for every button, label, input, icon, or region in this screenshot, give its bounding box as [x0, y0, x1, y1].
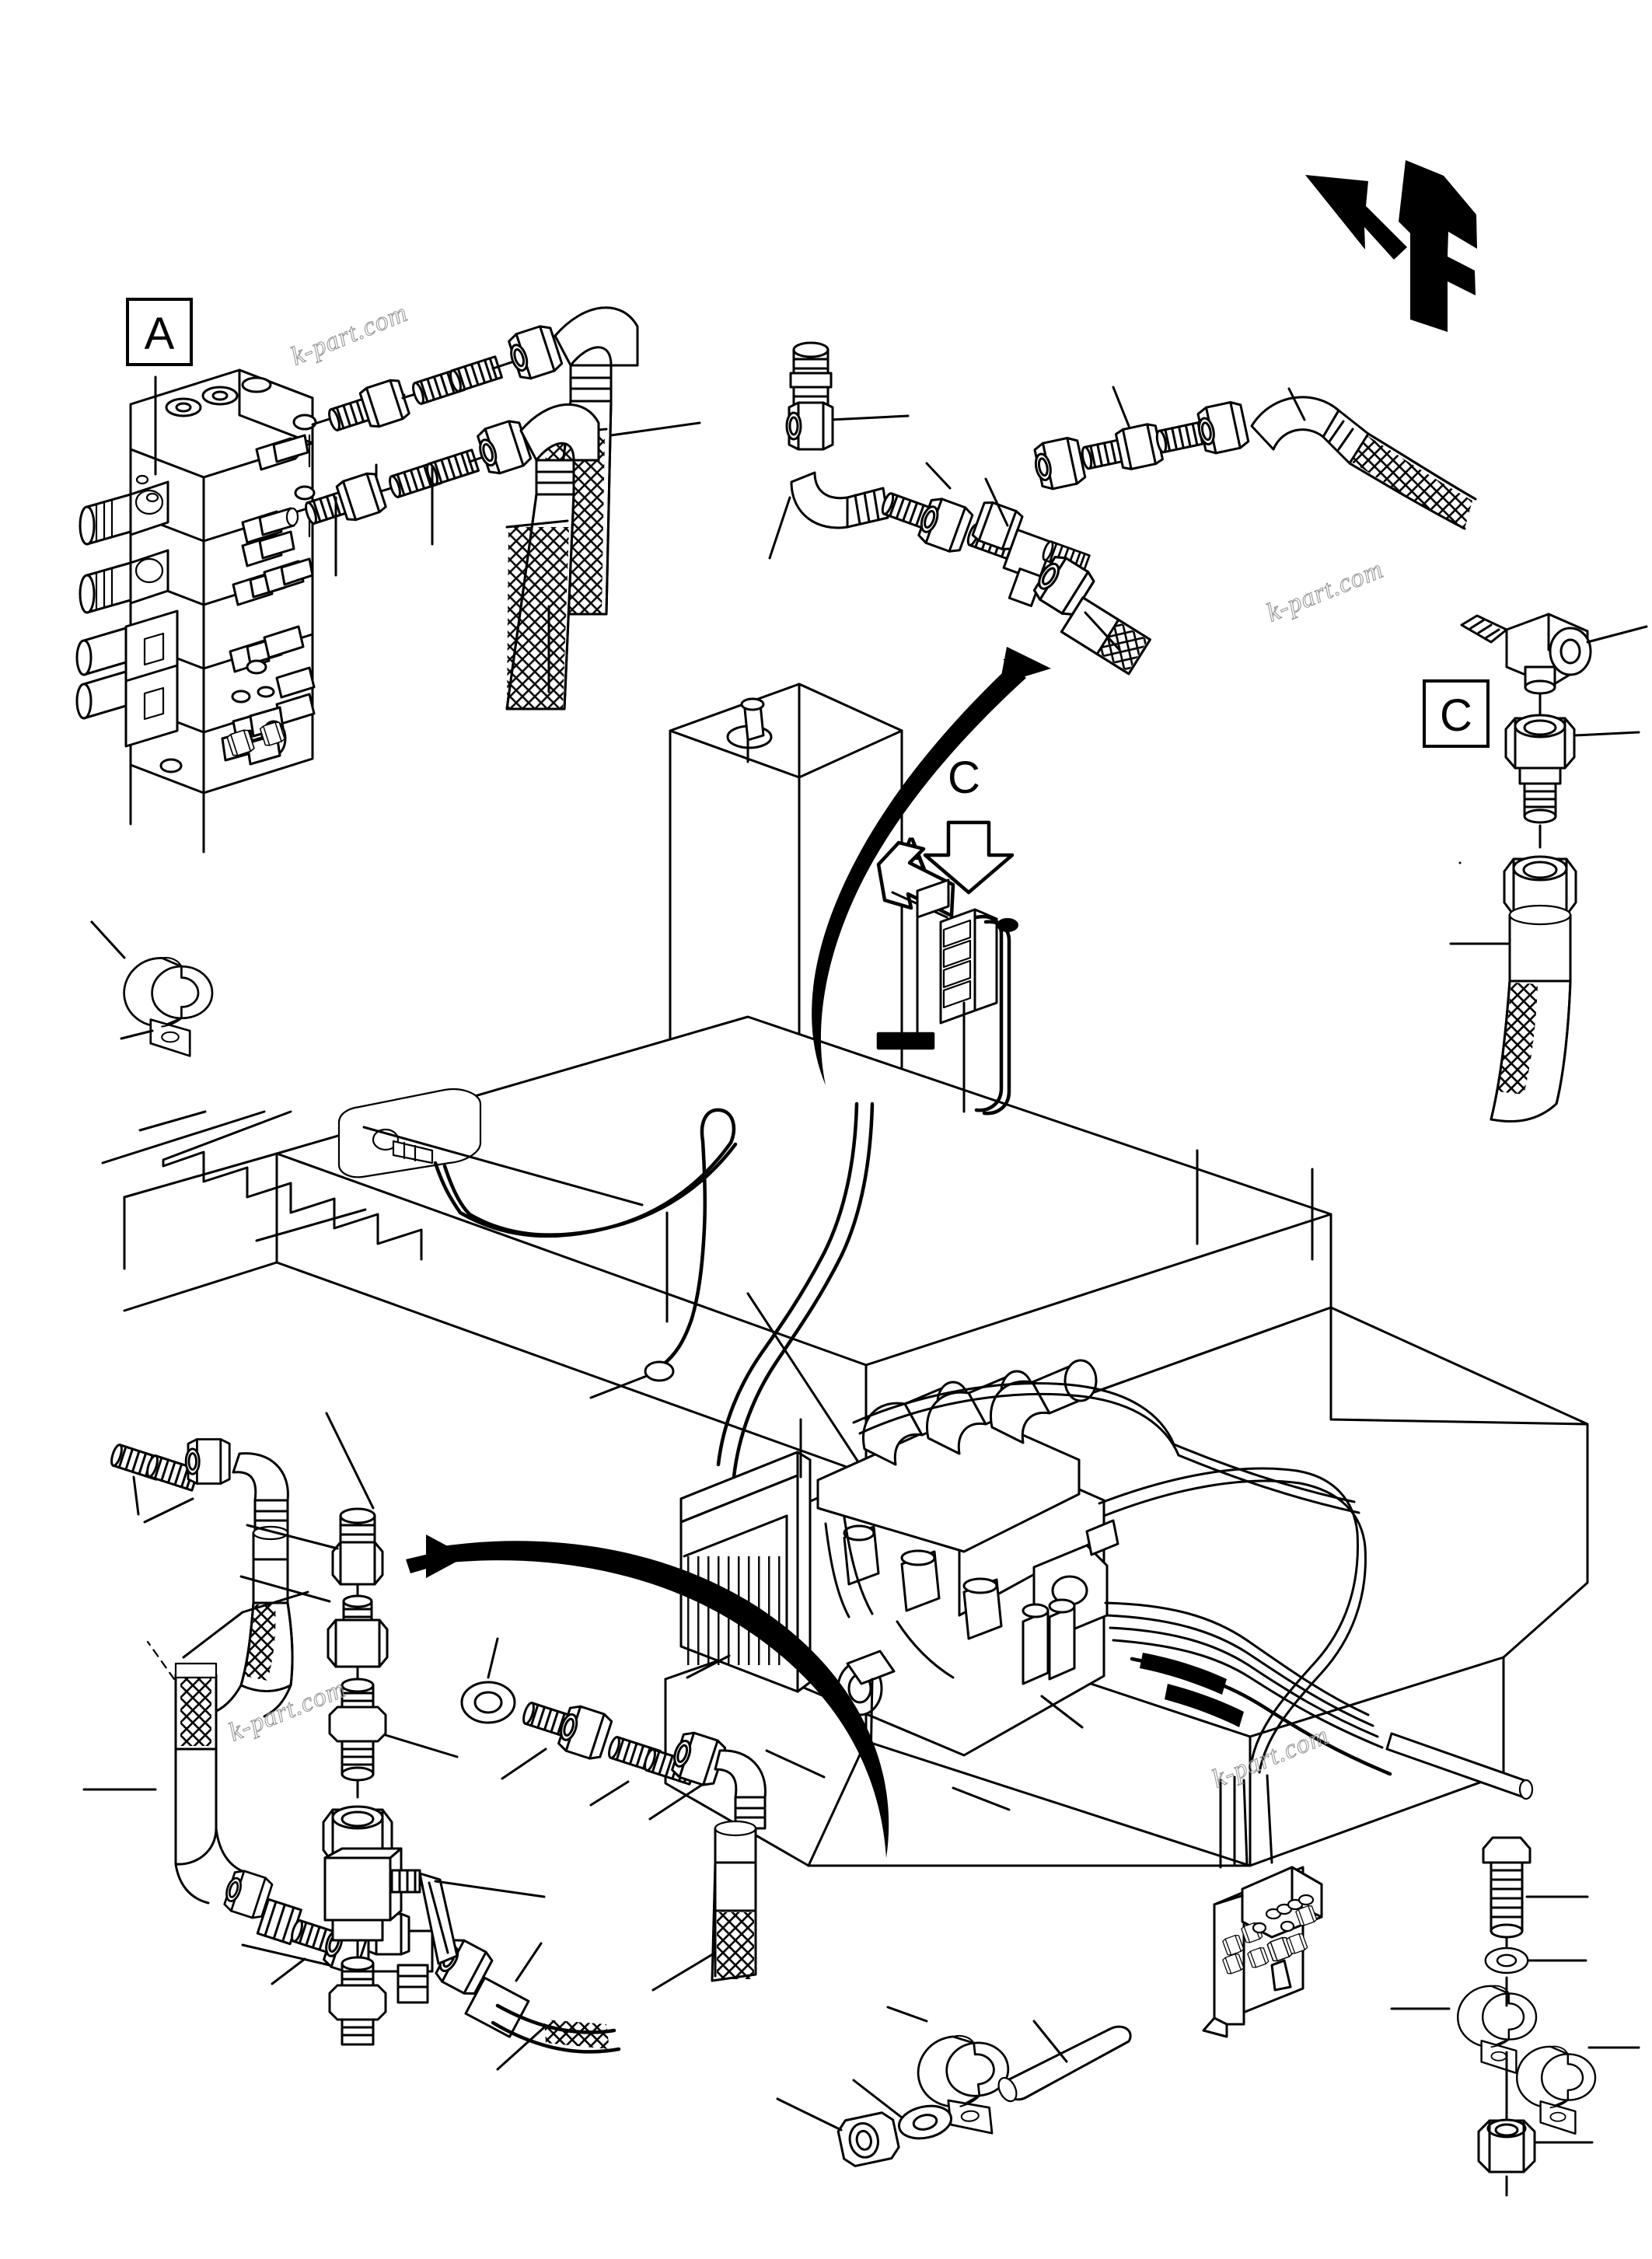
- location-c-label: C: [948, 752, 980, 803]
- assembly-arrow-upper: [812, 647, 1051, 1085]
- misc-leader-lines: [515, 861, 1462, 1982]
- clamp-hardware-center: [776, 2006, 1132, 2167]
- forward-direction-indicator: [1305, 160, 1477, 332]
- machine-upper-structure: [123, 683, 1589, 2038]
- upper-left-hose-assembly-2: [302, 403, 600, 711]
- location-callout-c: C: [923, 752, 1015, 895]
- braided-hose-stub: [82, 1590, 309, 1905]
- callout-a-label: A: [145, 309, 175, 359]
- clamp-hardware-right: [1390, 1836, 1640, 2197]
- machine-mounted-valve: [876, 878, 1018, 1116]
- assembly-arrow-small-left: [406, 1544, 479, 1573]
- callout-box-c: C: [1423, 679, 1490, 748]
- oring-and-adapters: [460, 1637, 767, 1992]
- lower-left-hose-assembly: [82, 1438, 621, 2071]
- upper-right-fitting-chain: [768, 341, 1477, 676]
- detail-c-elbow-assembly: [1449, 613, 1648, 1123]
- callout-c-label: C: [1440, 690, 1472, 741]
- callout-box-a: A: [126, 298, 193, 366]
- multi-section-hydraulic-control-valve: [75, 368, 317, 794]
- engine: [793, 1359, 1119, 1757]
- leader-lines-mid-left: [90, 920, 644, 1510]
- wiring-harness-bundle: [1104, 1601, 1534, 1800]
- hose-clamp-mid-left: [90, 920, 214, 1057]
- manifold-bracket-plate: [1202, 1774, 1323, 2038]
- ball-valve-stack: [239, 1507, 546, 2046]
